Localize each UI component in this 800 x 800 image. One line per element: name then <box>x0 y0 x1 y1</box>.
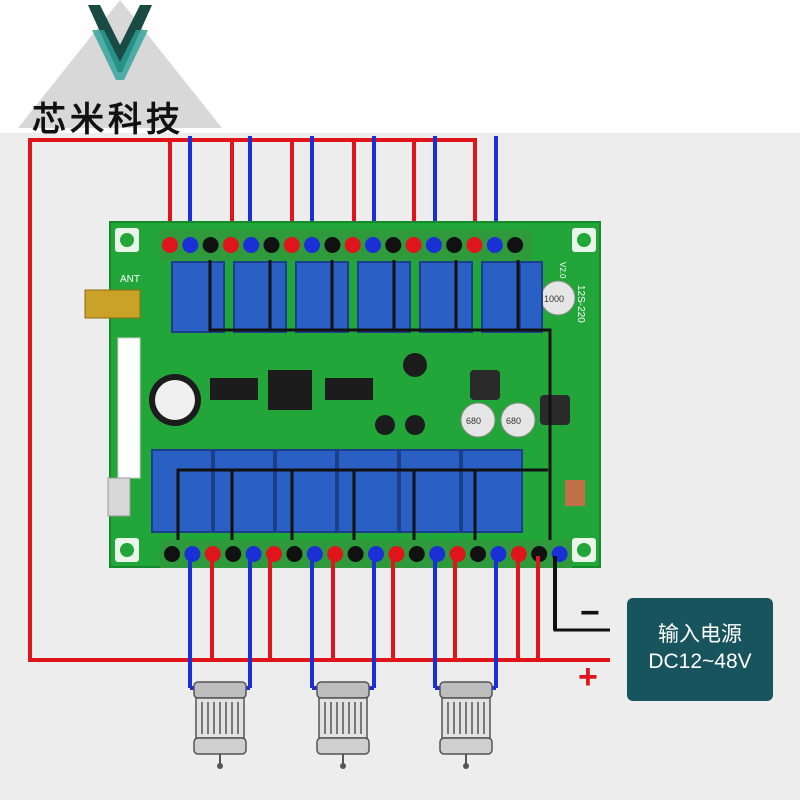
terminal-bottom-18 <box>510 546 527 562</box>
wire-bottom-common-bus <box>176 468 548 550</box>
terminal-bottom-14 <box>429 546 446 562</box>
terminal-top-3 <box>202 237 219 253</box>
wire-positive-supply <box>536 556 610 662</box>
terminal-top-17 <box>486 237 503 253</box>
inductor-1 <box>470 370 500 400</box>
terminal-bottom-16 <box>470 546 486 562</box>
terminal-top-8 <box>304 237 321 253</box>
relay-bottom-1 <box>151 449 213 533</box>
terminal-block-bottom <box>160 540 572 568</box>
motor-3 <box>439 681 493 769</box>
terminal-dots-bottom <box>164 546 568 562</box>
terminal-top-2 <box>182 237 199 253</box>
wire-top-red-bus <box>170 138 477 240</box>
antenna-connector <box>84 289 141 319</box>
terminal-bottom-2 <box>184 546 201 562</box>
terminal-dots-top <box>162 237 524 253</box>
terminal-bottom-9 <box>327 546 344 562</box>
terminal-top-16 <box>466 237 483 253</box>
motor-1 <box>193 681 247 769</box>
terminal-top-14 <box>425 237 442 253</box>
terminal-top-11 <box>365 237 381 253</box>
terminal-top-1 <box>162 237 178 253</box>
motors <box>193 681 493 769</box>
relay-top-5 <box>419 261 473 333</box>
motor-2 <box>316 681 370 769</box>
relay-top-1 <box>171 261 225 333</box>
terminal-bottom-12 <box>388 546 405 562</box>
relay-top-2 <box>233 261 287 333</box>
terminal-top-10 <box>344 237 361 253</box>
terminal-bottom-3 <box>204 546 221 562</box>
crystal <box>107 477 131 517</box>
driver-chip-2 <box>325 378 373 400</box>
terminal-bottom-19 <box>531 546 548 562</box>
terminal-bottom-13 <box>408 546 425 562</box>
terminal-bottom-1 <box>164 546 180 562</box>
plus-sign: + <box>578 658 598 696</box>
mcu-chip <box>268 370 312 410</box>
relay-bottom-6 <box>461 449 523 533</box>
capacitor-small-1 <box>403 353 427 377</box>
inductor-2 <box>540 395 570 425</box>
minus-sign: − <box>580 594 600 632</box>
wire-positive-left-loop <box>28 138 540 662</box>
terminal-top-4 <box>222 237 239 253</box>
brand-name: 芯米科技 <box>32 100 184 140</box>
relay-bottom-4 <box>337 449 399 533</box>
relay-row-bottom <box>151 449 523 533</box>
terminal-bottom-8 <box>306 546 323 562</box>
relay-bottom-3 <box>275 449 337 533</box>
relay-bottom-5 <box>399 449 461 533</box>
relay-top-7 <box>519 261 543 333</box>
relay-top-3 <box>295 261 349 333</box>
terminal-top-7 <box>283 237 300 253</box>
brand-logo <box>18 0 222 128</box>
relay-top-4 <box>357 261 411 333</box>
antenna-label: ANT <box>120 274 140 285</box>
terminal-bottom-10 <box>347 546 364 562</box>
terminal-top-9 <box>324 237 341 253</box>
board-model: 12S-220 <box>575 285 586 323</box>
power-supply-box: 输入电源 DC12~48V <box>627 598 773 701</box>
relay-row-top <box>171 261 543 333</box>
board-version: V2.0 <box>558 262 567 279</box>
terminal-top-5 <box>243 237 260 253</box>
terminal-top-13 <box>405 237 422 253</box>
rf-module <box>117 337 141 479</box>
terminal-top-18 <box>507 237 524 253</box>
terminal-bottom-4 <box>225 546 242 562</box>
relay-bottom-2 <box>213 449 275 533</box>
terminal-bottom-7 <box>286 546 303 562</box>
fuse <box>565 480 585 506</box>
terminal-top-6 <box>263 237 280 253</box>
terminal-bottom-17 <box>490 546 507 562</box>
svg-text:1000: 1000 <box>544 294 564 304</box>
svg-text:680: 680 <box>466 416 481 426</box>
capacitor-680-2 <box>500 402 536 438</box>
driver-chip-1 <box>210 378 258 400</box>
capacitor-680-1 <box>460 402 496 438</box>
terminal-top-12 <box>385 237 402 253</box>
terminal-top-15 <box>446 237 463 253</box>
svg-text:680: 680 <box>506 416 521 426</box>
terminal-bottom-15 <box>449 546 466 562</box>
power-supply-range: DC12~48V <box>648 650 752 673</box>
power-supply-title: 输入电源 <box>658 622 742 646</box>
